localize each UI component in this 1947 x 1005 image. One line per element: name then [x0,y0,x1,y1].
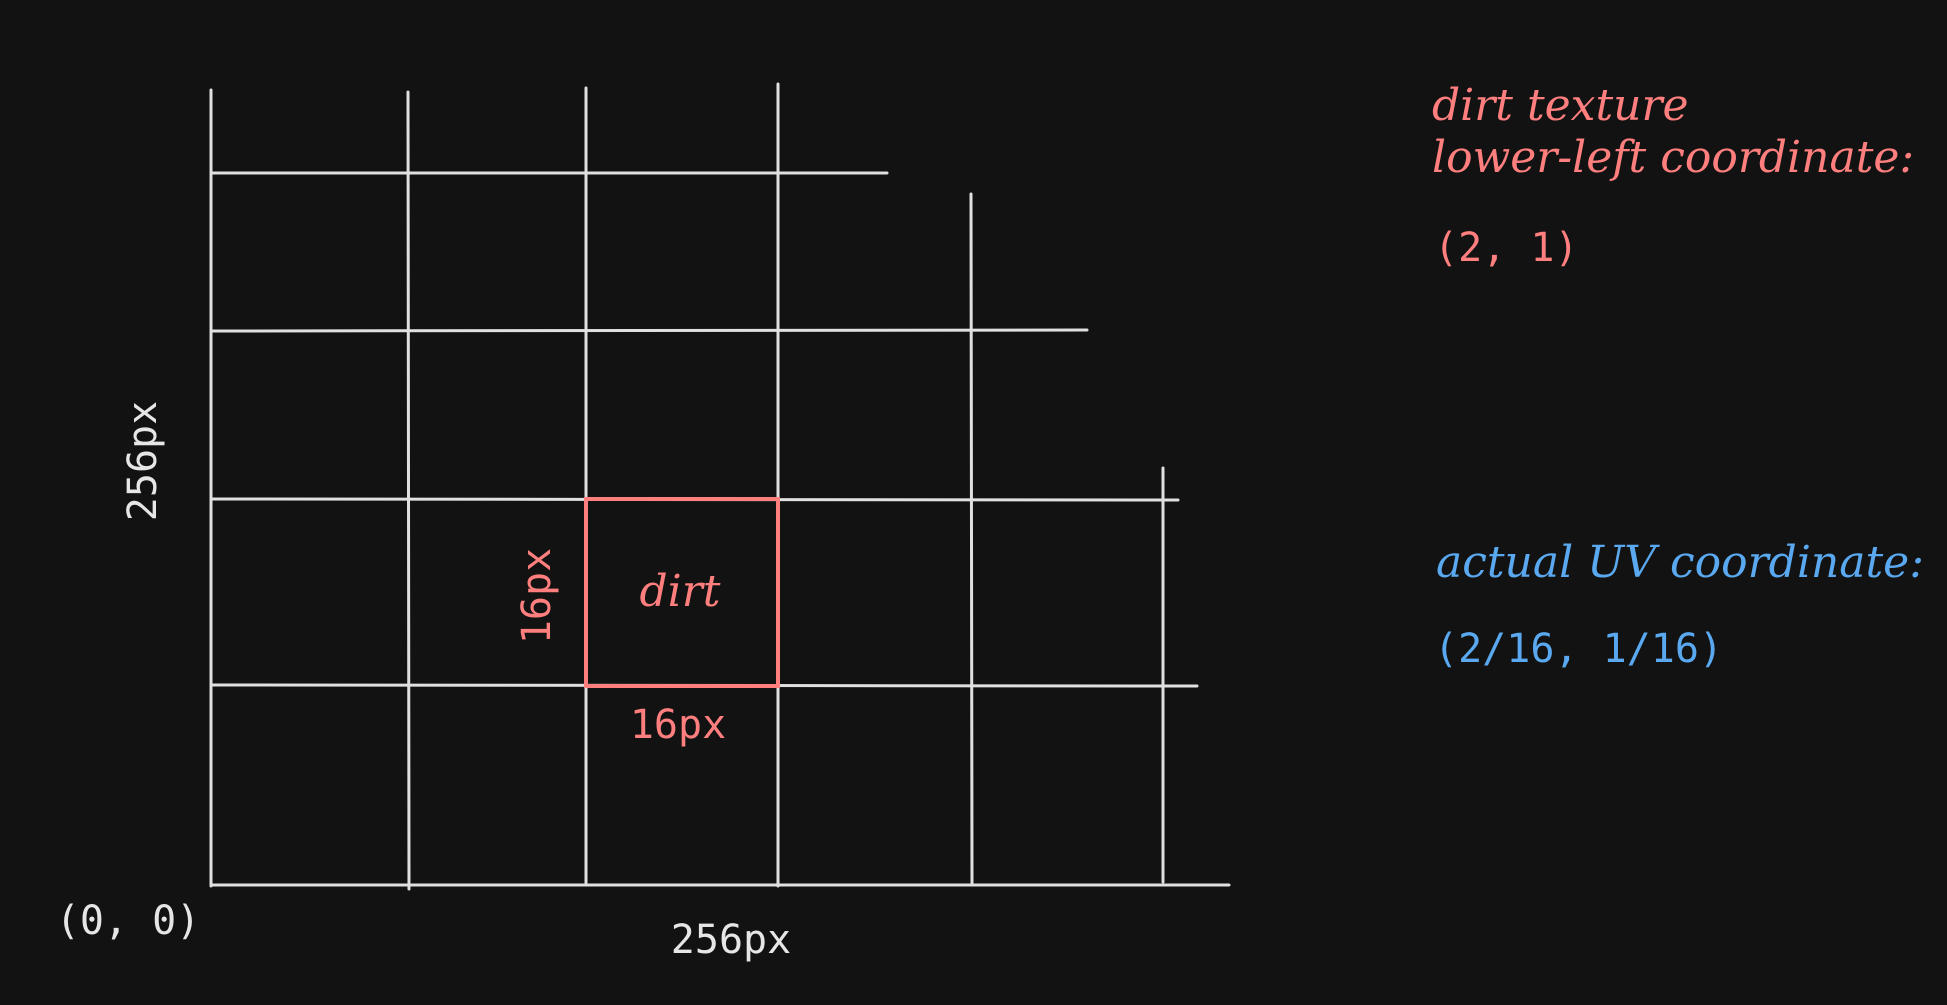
origin-label: (0, 0) [56,898,201,944]
texture-atlas-grid [209,82,1231,891]
grid-vline-4 [969,192,974,886]
texture-note-line1: dirt texture [1432,80,1689,131]
grid-hline-1 [211,328,1089,333]
uv-note-line1: actual UV coordinate: [1436,537,1924,588]
dirt-cell-width-label: 16px [630,702,726,748]
vertical-size-label: 256px [120,401,166,521]
dirt-cell-label: dirt [640,566,721,617]
uv-note-value: (2/16, 1/16) [1434,626,1723,672]
texture-coordinate-note: dirt texture lower-left coordinate: (2, … [1432,80,1914,271]
texture-note-value: (2, 1) [1434,225,1579,271]
dirt-cell-height-label: 16px [514,548,560,644]
dirt-cell-highlight [584,497,780,688]
horizontal-size-label: 256px [671,917,791,963]
texture-note-line2: lower-left coordinate: [1432,132,1914,183]
grid-vline-1 [406,90,411,891]
uv-coordinate-note: actual UV coordinate: (2/16, 1/16) [1434,537,1924,672]
